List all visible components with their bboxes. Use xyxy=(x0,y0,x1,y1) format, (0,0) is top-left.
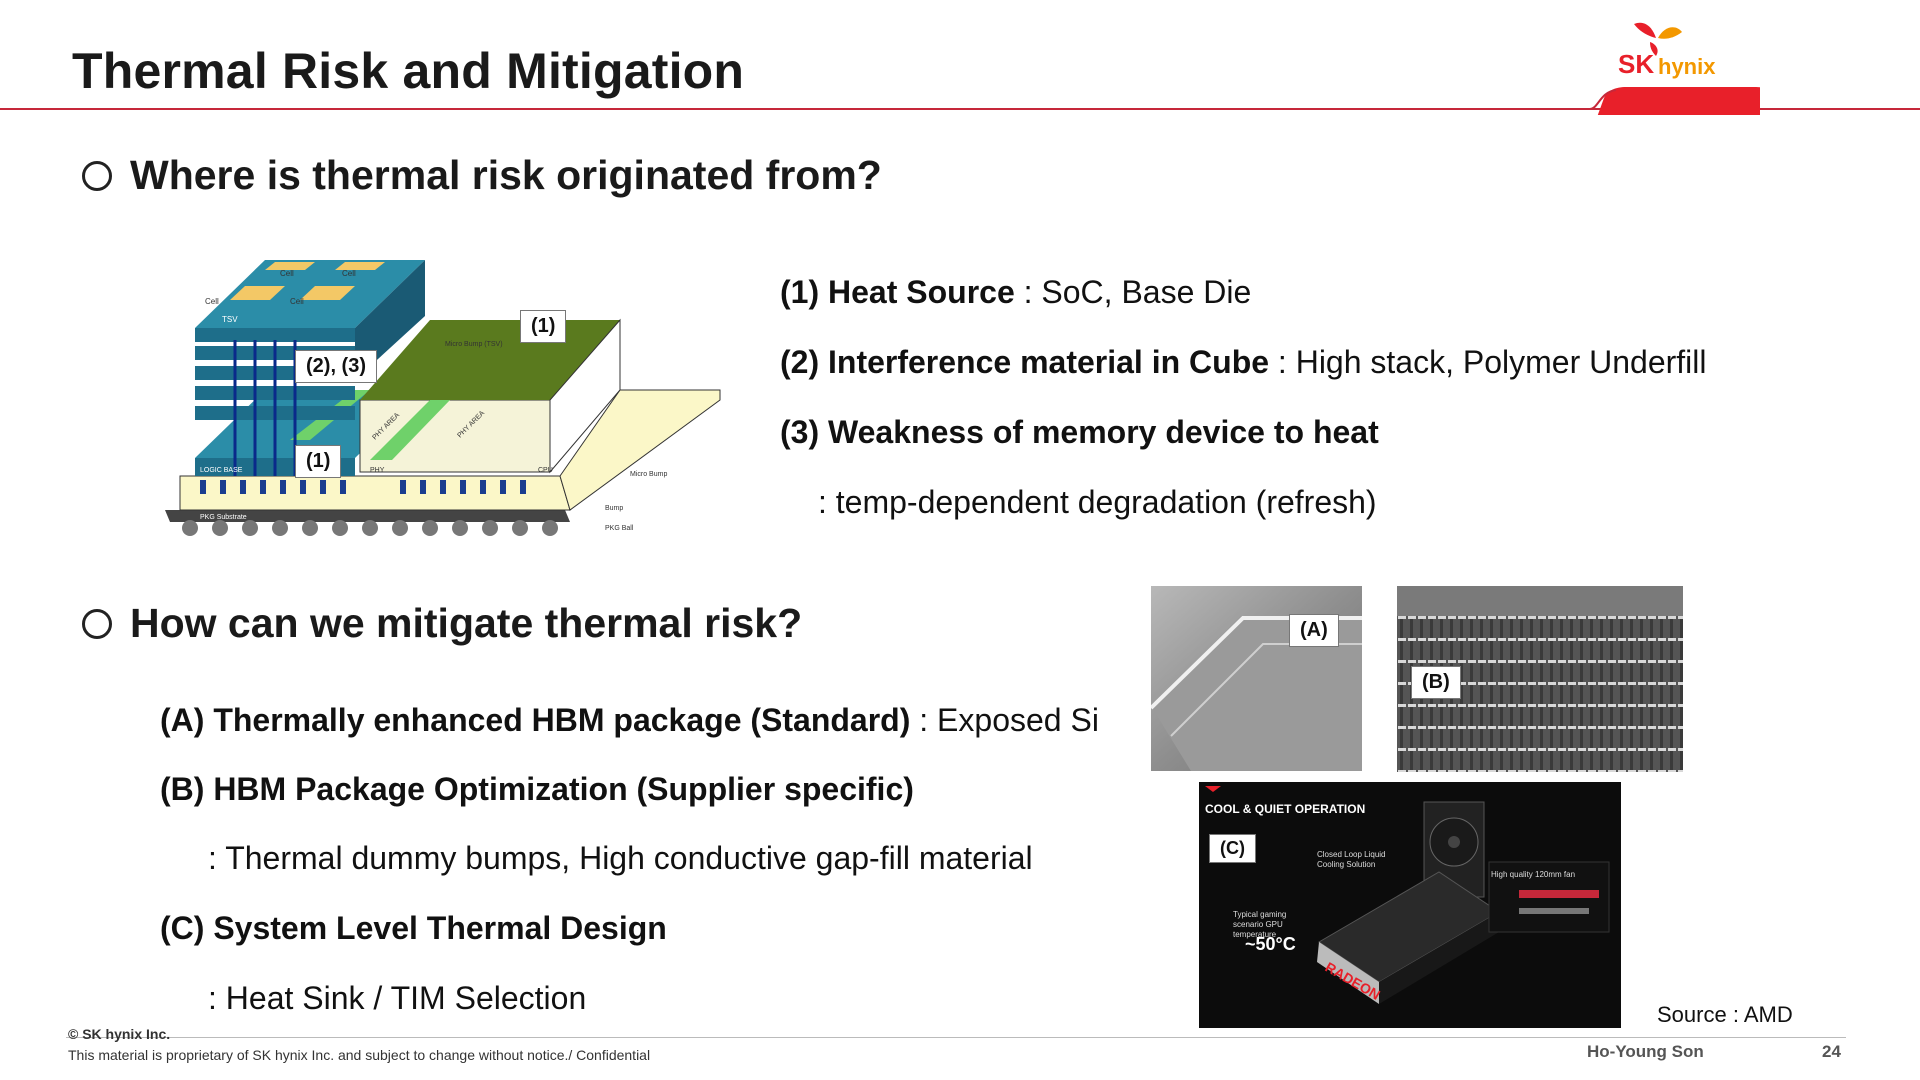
svg-text:PHY: PHY xyxy=(370,467,385,474)
diagram-tag-heat-source-bottom: (1) xyxy=(295,445,342,478)
svg-text:Cell: Cell xyxy=(342,269,356,278)
bullet-circle-icon xyxy=(82,608,112,639)
hbm-stack-diagram: Cell Cell Cell Cell TSV DRAM DRAM DRAM D… xyxy=(160,240,730,540)
svg-text:LOGIC BASE: LOGIC BASE xyxy=(200,467,243,474)
gpu-fan-label: High quality 120mm fan xyxy=(1491,870,1576,879)
question-mitigate-text: How can we mitigate thermal risk? xyxy=(130,600,803,646)
svg-text:DRAM: DRAM xyxy=(168,354,189,361)
svg-text:DRAM: DRAM xyxy=(168,394,189,401)
mitigation-item-c-detail: : Heat Sink / TIM Selection xyxy=(208,980,587,1016)
photo-tag-a: (A) xyxy=(1289,614,1339,647)
question-mitigate: How can we mitigate thermal risk? xyxy=(82,600,802,647)
question-origin-text: Where is thermal risk originated from? xyxy=(130,152,882,198)
svg-text:Cell: Cell xyxy=(290,297,304,306)
mitigation-item-b: (B) HBM Package Optimization (Supplier s… xyxy=(160,771,914,807)
svg-text:Bump: Bump xyxy=(605,505,623,512)
butterfly-icon xyxy=(1634,22,1682,56)
page-number: 24 xyxy=(1822,1042,1841,1061)
page-title: Thermal Risk and Mitigation xyxy=(72,43,745,99)
source-note: Source : AMD xyxy=(1657,1002,1793,1027)
photo-exposed-si: (A) xyxy=(1151,586,1362,771)
mitigation-item-c: (C) System Level Thermal Design xyxy=(160,910,667,946)
photo-gpu-cooling: RADEON COOL & QUIET OPERATION (C) Closed… xyxy=(1199,782,1621,1028)
header-divider xyxy=(0,108,1920,110)
footer-author: Ho-Young Son xyxy=(1587,1042,1704,1061)
bullet-circle-icon xyxy=(82,160,112,191)
diagram-tag-heat-source-top: (1) xyxy=(520,310,567,343)
svg-text:PKG Ball: PKG Ball xyxy=(605,525,634,532)
svg-text:Micro Bump: Micro Bump xyxy=(630,471,667,478)
sk-hynix-logo: SK hynix xyxy=(1560,10,1778,120)
photo-tag-b: (B) xyxy=(1411,666,1461,699)
svg-text:TSV: TSV xyxy=(222,315,238,324)
origin-item-3-detail: : temp-dependent degradation (refresh) xyxy=(818,484,1377,520)
svg-text:Cell: Cell xyxy=(280,269,294,278)
footer-copyright: © SK hynix Inc. xyxy=(68,1026,171,1042)
footer-divider xyxy=(66,1037,1846,1038)
question-origin: Where is thermal risk originated from? xyxy=(82,152,882,199)
gpu-banner: COOL & QUIET OPERATION xyxy=(1205,802,1366,816)
svg-text:Micro Bump (TSV): Micro Bump (TSV) xyxy=(445,341,503,348)
gpu-closed-loop-label: Closed Loop Liquid Cooling Solution xyxy=(1317,850,1386,869)
svg-text:CPU: CPU xyxy=(538,467,553,474)
logo-hynix-text: hynix xyxy=(1658,54,1716,79)
logo-sk-text: SK xyxy=(1618,49,1654,79)
photo-dummy-bumps: (B) xyxy=(1397,586,1683,772)
photo-tag-c: (C) xyxy=(1209,834,1256,863)
origin-item-3: (3) Weakness of memory device to heat xyxy=(780,414,1379,450)
svg-text:DRAM: DRAM xyxy=(168,334,189,341)
gpu-scenario-label: Typical gaming scenario GPU temperature xyxy=(1233,910,1287,939)
footer-disclaimer: This material is proprietary of SK hynix… xyxy=(68,1047,651,1063)
mitigation-item-a: (A) Thermally enhanced HBM package (Stan… xyxy=(160,702,1099,738)
diagram-tag-interference: (2), (3) xyxy=(295,350,377,383)
origin-item-1: (1) Heat Source : SoC, Base Die xyxy=(780,274,1252,310)
svg-text:Cell: Cell xyxy=(205,297,219,306)
origin-item-2: (2) Interference material in Cube : High… xyxy=(780,344,1707,380)
svg-text:DRAM: DRAM xyxy=(168,374,189,381)
mitigation-item-b-detail: : Thermal dummy bumps, High conductive g… xyxy=(208,840,1033,876)
gpu-temp-value: ~50°C xyxy=(1245,934,1296,954)
svg-text:PKG Substrate: PKG Substrate xyxy=(200,514,247,521)
